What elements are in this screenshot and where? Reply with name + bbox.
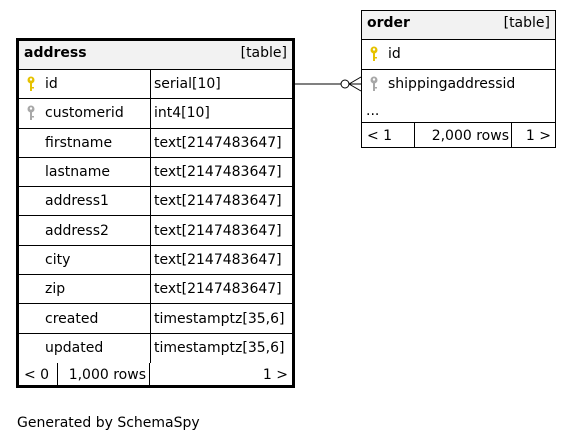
column-name-cell: zip [19,275,150,303]
column-row[interactable]: lastname text[2147483647] [19,157,292,188]
table-name: address [24,45,87,61]
table-header: address [table] [19,41,292,70]
table-kind: [table] [503,15,550,31]
column-type: text[2147483647] [154,251,282,268]
column-row[interactable]: created timestamptz[35,6] [19,304,292,334]
crowfoot-lower-prong [348,83,362,92]
footer-parents-cell: < 0 [19,363,57,388]
ellipsis: ... [366,102,380,119]
column-row[interactable]: id serial[10] [19,70,292,100]
column-name: address2 [45,222,109,239]
column-name: firstname [45,134,113,151]
column-type: timestamptz[35,6] [154,310,285,327]
column-name-cell: city [19,246,150,274]
column-row[interactable]: zip text[2147483647] [19,275,292,305]
footer-children[interactable]: 1 > [525,127,551,144]
column-name: city [45,251,71,268]
column-type-cell: timestamptz[35,6] [150,333,292,363]
column-type: timestamptz[35,6] [154,340,285,357]
column-type-cell: int4[10] [150,99,292,128]
ellipsis-row: ... [362,99,555,123]
column-name-cell: id [19,70,150,98]
column-row[interactable]: address1 text[2147483647] [19,187,292,217]
column-name-cell: firstname [19,129,150,157]
footer-children[interactable]: 1 > [262,367,288,384]
column-row[interactable]: address2 text[2147483647] [19,216,292,246]
column-name: shippingaddressid [388,76,516,93]
column-type-cell: text[2147483647] [150,128,292,157]
column-name-cell: address1 [19,187,150,215]
footer-children-cell: 1 > [149,362,292,388]
column-name-cell: created [19,304,150,332]
column-name-cell: customerid [19,99,150,127]
column-row[interactable]: firstname text[2147483647] [19,128,292,158]
zero-cardinality-circle [340,79,350,89]
table-kind: [table] [240,45,287,61]
column-type: text[2147483647] [154,281,282,298]
column-type: text[2147483647] [154,222,282,239]
crowfoot-upper-prong [348,76,362,85]
column-name: address1 [45,193,109,210]
column-name-cell: lastname [19,158,150,186]
column-type: text[2147483647] [154,164,282,181]
table-footer: < 0 1,000 rows 1 > [19,362,292,388]
table-name: order [367,15,410,31]
foreign-key-icon [370,76,378,92]
footer-parents[interactable]: < 1 [367,127,393,144]
column-name: id [388,46,401,63]
footer-row-count: 1,000 rows [68,367,146,384]
column-type-cell: timestamptz[35,6] [150,304,292,333]
footer-parents[interactable]: < 0 [24,367,50,384]
column-row[interactable]: shippingaddressid [362,70,555,100]
foreign-key-icon [27,105,35,121]
column-type-cell: text[2147483647] [150,245,292,275]
order-table[interactable]: order [table] id shippingaddressid ... < … [361,10,556,148]
column-type-cell: text[2147483647] [150,187,292,216]
column-name-cell: id [362,40,555,69]
column-name: created [45,310,99,327]
column-type: int4[10] [154,105,210,122]
column-name: customerid [45,105,124,122]
table-footer: < 1 2,000 rows 1 > [362,123,555,148]
column-type-cell: serial[10] [150,70,292,99]
column-name: id [45,76,58,93]
column-type-cell: text[2147483647] [150,157,292,187]
column-name: updated [45,340,104,357]
primary-key-icon [370,46,378,62]
footer-children-cell: 1 > [511,123,555,148]
column-type-cell: text[2147483647] [150,216,292,245]
column-list: id shippingaddressid [362,40,555,99]
footer-row-count: 2,000 rows [431,127,509,144]
generated-by-label: Generated by SchemaSpy [17,415,200,431]
table-header: order [table] [362,11,555,40]
column-type: serial[10] [154,76,221,93]
column-list: id serial[10] customerid int4[10] firstname t… [19,70,292,363]
column-row[interactable]: updated timestamptz[35,6] [19,333,292,363]
column-name-cell: shippingaddressid [362,70,555,100]
column-type: text[2147483647] [154,193,282,210]
footer-rows-cell: 2,000 rows [414,123,511,148]
column-type: text[2147483647] [154,134,282,151]
footer-parents-cell: < 1 [362,123,414,148]
column-row[interactable]: city text[2147483647] [19,245,292,276]
column-name: lastname [45,164,110,181]
column-name-cell: address2 [19,216,150,244]
column-name: zip [45,281,66,298]
address-table[interactable]: address [table] id serial[10] customerid in… [16,38,295,388]
footer-rows-cell: 1,000 rows [57,362,149,388]
column-type-cell: text[2147483647] [150,275,292,304]
primary-key-icon [27,76,35,92]
column-row[interactable]: id [362,40,555,70]
column-name-cell: updated [19,334,150,363]
column-row[interactable]: customerid int4[10] [19,99,292,129]
